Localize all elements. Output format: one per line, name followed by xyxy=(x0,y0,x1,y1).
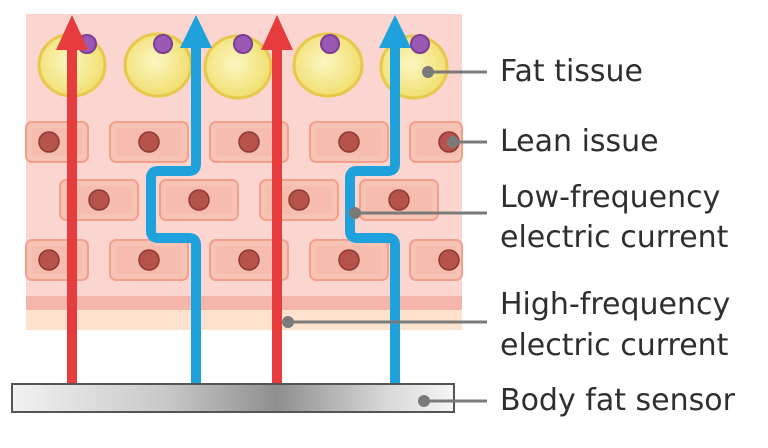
leader-low-frequency xyxy=(349,207,487,219)
low-frequency-current xyxy=(146,15,411,388)
lean-cell xyxy=(109,239,189,281)
label-low-frequency-line1: Low-frequency xyxy=(500,180,721,215)
low-frequency-arrow-path xyxy=(345,46,400,388)
body-fat-sensor-plate xyxy=(11,383,455,413)
skin-surface-band xyxy=(26,310,462,330)
label-fat-tissue: Fat tissue xyxy=(500,54,644,89)
leader-lean-tissue xyxy=(447,136,487,148)
lean-cell xyxy=(25,239,89,281)
fat-cell xyxy=(292,32,364,98)
fat-cells xyxy=(37,32,449,100)
label-lean-tissue: Lean issue xyxy=(500,124,659,159)
lean-cell xyxy=(109,121,189,163)
low-frequency-arrowhead xyxy=(379,15,411,48)
lean-cell xyxy=(409,239,463,281)
leader-body-fat-sensor xyxy=(418,395,487,407)
label-high-frequency-line1: High-frequency xyxy=(500,287,731,322)
fat-cell xyxy=(123,32,193,98)
skin-layer-band xyxy=(26,296,462,310)
lean-cell xyxy=(309,121,389,163)
lean-cell xyxy=(159,179,239,221)
label-body-fat-sensor: Body fat sensor xyxy=(500,383,735,418)
lean-cell xyxy=(209,239,289,281)
label-low-frequency-line2: electric current xyxy=(500,220,729,255)
lean-cell xyxy=(209,121,289,163)
low-frequency-arrow-path xyxy=(146,46,201,388)
high-frequency-current xyxy=(56,15,293,388)
fat-cell xyxy=(203,34,273,100)
leader-fat-tissue xyxy=(422,66,487,78)
label-high-frequency-line2: electric current xyxy=(500,328,729,363)
lean-cell xyxy=(259,179,339,221)
lean-cell xyxy=(59,179,139,221)
lean-cell xyxy=(309,239,389,281)
leader-high-frequency xyxy=(282,316,487,328)
lean-cell xyxy=(25,121,89,163)
high-frequency-arrowhead xyxy=(261,15,293,50)
low-frequency-arrowhead xyxy=(180,15,212,48)
lean-cell xyxy=(359,179,439,221)
leader-lines xyxy=(282,66,487,407)
high-frequency-arrowhead xyxy=(56,15,88,50)
